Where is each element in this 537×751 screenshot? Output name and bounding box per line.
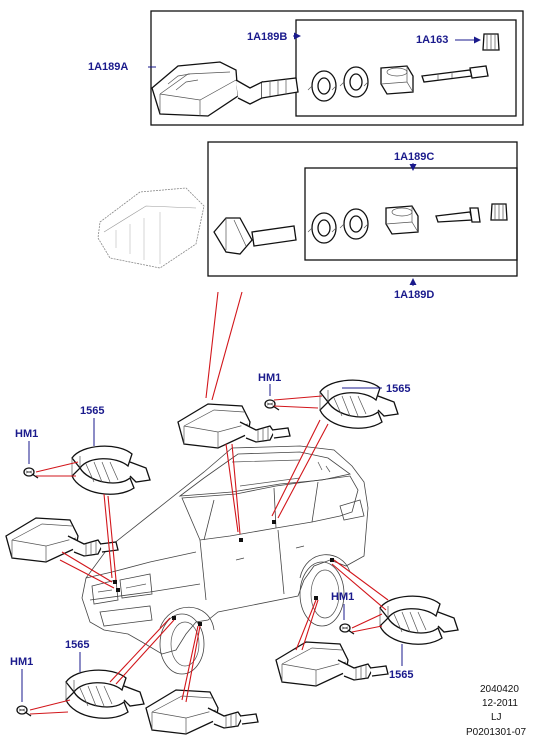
washer-bottom [339,208,369,240]
kit-frame-top [150,10,524,126]
sensor-assembly-top [151,61,299,117]
ref-number: 2040420 [480,684,519,695]
callout-1565-bottom-left: 1565 [65,639,89,651]
screw-left [23,467,39,479]
callout-1565-left: 1565 [80,405,104,417]
valve-nut-top [380,65,414,95]
callout-1a189d: 1A189D [394,289,434,301]
bracket-bottom-left [65,669,145,719]
valve-stem-bottom [213,217,297,255]
sensor-bottom-right [275,641,389,687]
valve-cap-top [482,33,500,51]
valve-core-top [421,65,489,83]
sensor-bottom-left [145,689,259,735]
sensor-left [5,517,119,563]
seal-ring-bottom [307,212,337,244]
callout-1565-bottom-right: 1565 [389,669,413,681]
screw-upper-right [264,399,280,411]
valve-core-bottom [435,207,481,223]
ref-drawing-id: P0201301-07 [466,727,526,738]
callout-hm1-upper-right: HM1 [258,372,281,384]
ref-author: LJ [491,712,502,723]
sensor-ghost-outline [97,187,205,269]
callout-1a189a: 1A189A [88,61,128,73]
callout-1a189c: 1A189C [394,151,434,163]
vehicle-outline [81,445,369,675]
screw-bottom-left [16,705,32,717]
seal-ring-top [307,70,337,102]
kit-subframe-top [295,19,517,117]
bracket-bottom-right [379,595,459,645]
ref-date: 12-2011 [482,698,518,709]
drawing-reference-block: 2040420 12-2011 LJ P0201301-07 [466,684,526,738]
callout-hm1-left: HM1 [15,428,38,440]
bracket-left [71,445,151,495]
callout-1565-upper-right: 1565 [386,383,410,395]
callout-hm1-bottom-left: HM1 [10,656,33,668]
sensor-location-markers [113,520,334,626]
sensor-upper-center [177,403,291,449]
callout-1a189b: 1A189B [247,31,287,43]
washer-top [339,66,369,98]
callout-1a163: 1A163 [416,34,448,46]
callout-hm1-bottom-right: HM1 [331,591,354,603]
red-leader-lines [29,291,389,715]
valve-nut-bottom [385,205,419,235]
valve-cap-bottom [490,203,508,221]
screw-bottom-right [339,623,355,635]
